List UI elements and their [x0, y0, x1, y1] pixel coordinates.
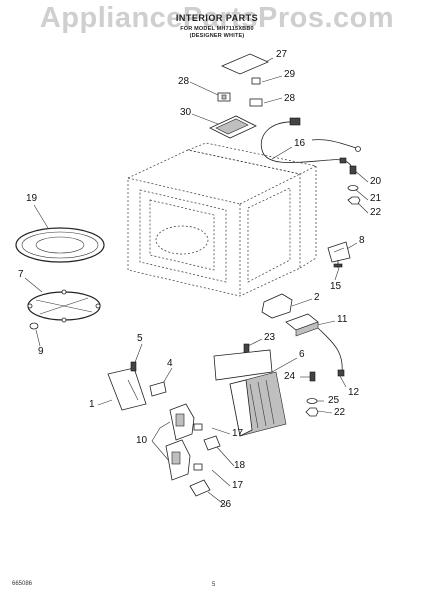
callout-6: 6 [299, 349, 305, 360]
part-6-cover [213, 349, 273, 381]
callout-26: 26 [220, 499, 232, 510]
part-9-coupler [29, 322, 39, 330]
part-2-bracket [261, 293, 293, 319]
callout-27: 27 [276, 49, 288, 60]
part-8-bracket [327, 241, 351, 268]
part-26-actuator [189, 479, 211, 497]
callout-2: 2 [314, 292, 320, 303]
callout-21: 21 [370, 193, 382, 204]
parts-24-25-22-screws [305, 371, 319, 417]
callout-19: 19 [26, 193, 38, 204]
part-16-power-cord [260, 117, 361, 171]
diagram-title: INTERIOR PARTS [175, 13, 259, 23]
callout-25: 25 [328, 395, 340, 406]
callout-29: 29 [284, 69, 296, 80]
cavity-outline [127, 142, 318, 297]
callout-20: 20 [370, 176, 382, 187]
high-voltage-transformer [229, 371, 287, 437]
callout-15: 15 [330, 281, 342, 292]
callout-7: 7 [18, 269, 24, 280]
callout-5: 5 [137, 333, 143, 344]
callout-28: 28 [178, 76, 190, 87]
callout-24: 24 [284, 371, 296, 382]
part-17-upper [193, 423, 203, 431]
footer-page-number: 5 [212, 582, 216, 588]
callout-10: 10 [136, 435, 148, 446]
callout-22: 22 [370, 207, 382, 218]
callout-23: 23 [264, 332, 276, 343]
part-7-roller-ring [27, 289, 101, 323]
callout-28: 28 [284, 93, 296, 104]
part-17-lower [193, 463, 203, 471]
callout-17-lower: 17 [232, 480, 244, 491]
part-28-small-bracket [249, 98, 263, 107]
part-30-module [209, 115, 257, 139]
part-19-turntable [15, 227, 105, 263]
callout-9: 9 [38, 346, 44, 357]
part-4-switch [149, 381, 167, 397]
parts-20-21-22-screws [347, 165, 361, 205]
callout-12: 12 [348, 387, 360, 398]
callout-22-lower: 22 [334, 407, 346, 418]
part-10-interlock-switches [165, 403, 195, 481]
leader-lines [24, 57, 369, 507]
part-11-capacitor [285, 313, 345, 377]
color-line: (DESIGNER WHITE) [189, 33, 245, 39]
callout-11: 11 [337, 314, 348, 325]
part-23-screw [243, 343, 250, 354]
part-1-bracket [107, 361, 147, 411]
callout-17: 17 [232, 428, 244, 439]
part-28-bracket [217, 92, 231, 102]
callout-16: 16 [294, 138, 306, 149]
watermark: AppliancePartsPros.com [39, 2, 395, 34]
callout-4: 4 [167, 358, 173, 369]
callout-8: 8 [359, 235, 365, 246]
footer-part-number: 665086 [12, 581, 33, 587]
part-27-plate [221, 53, 269, 75]
callout-30: 30 [180, 107, 192, 118]
callout-18: 18 [234, 460, 246, 471]
part-18-lever [203, 435, 221, 451]
part-29-clip [251, 77, 261, 85]
model-line: FOR MODEL MH7115XBB0 [180, 26, 254, 32]
callout-1: 1 [89, 399, 95, 410]
